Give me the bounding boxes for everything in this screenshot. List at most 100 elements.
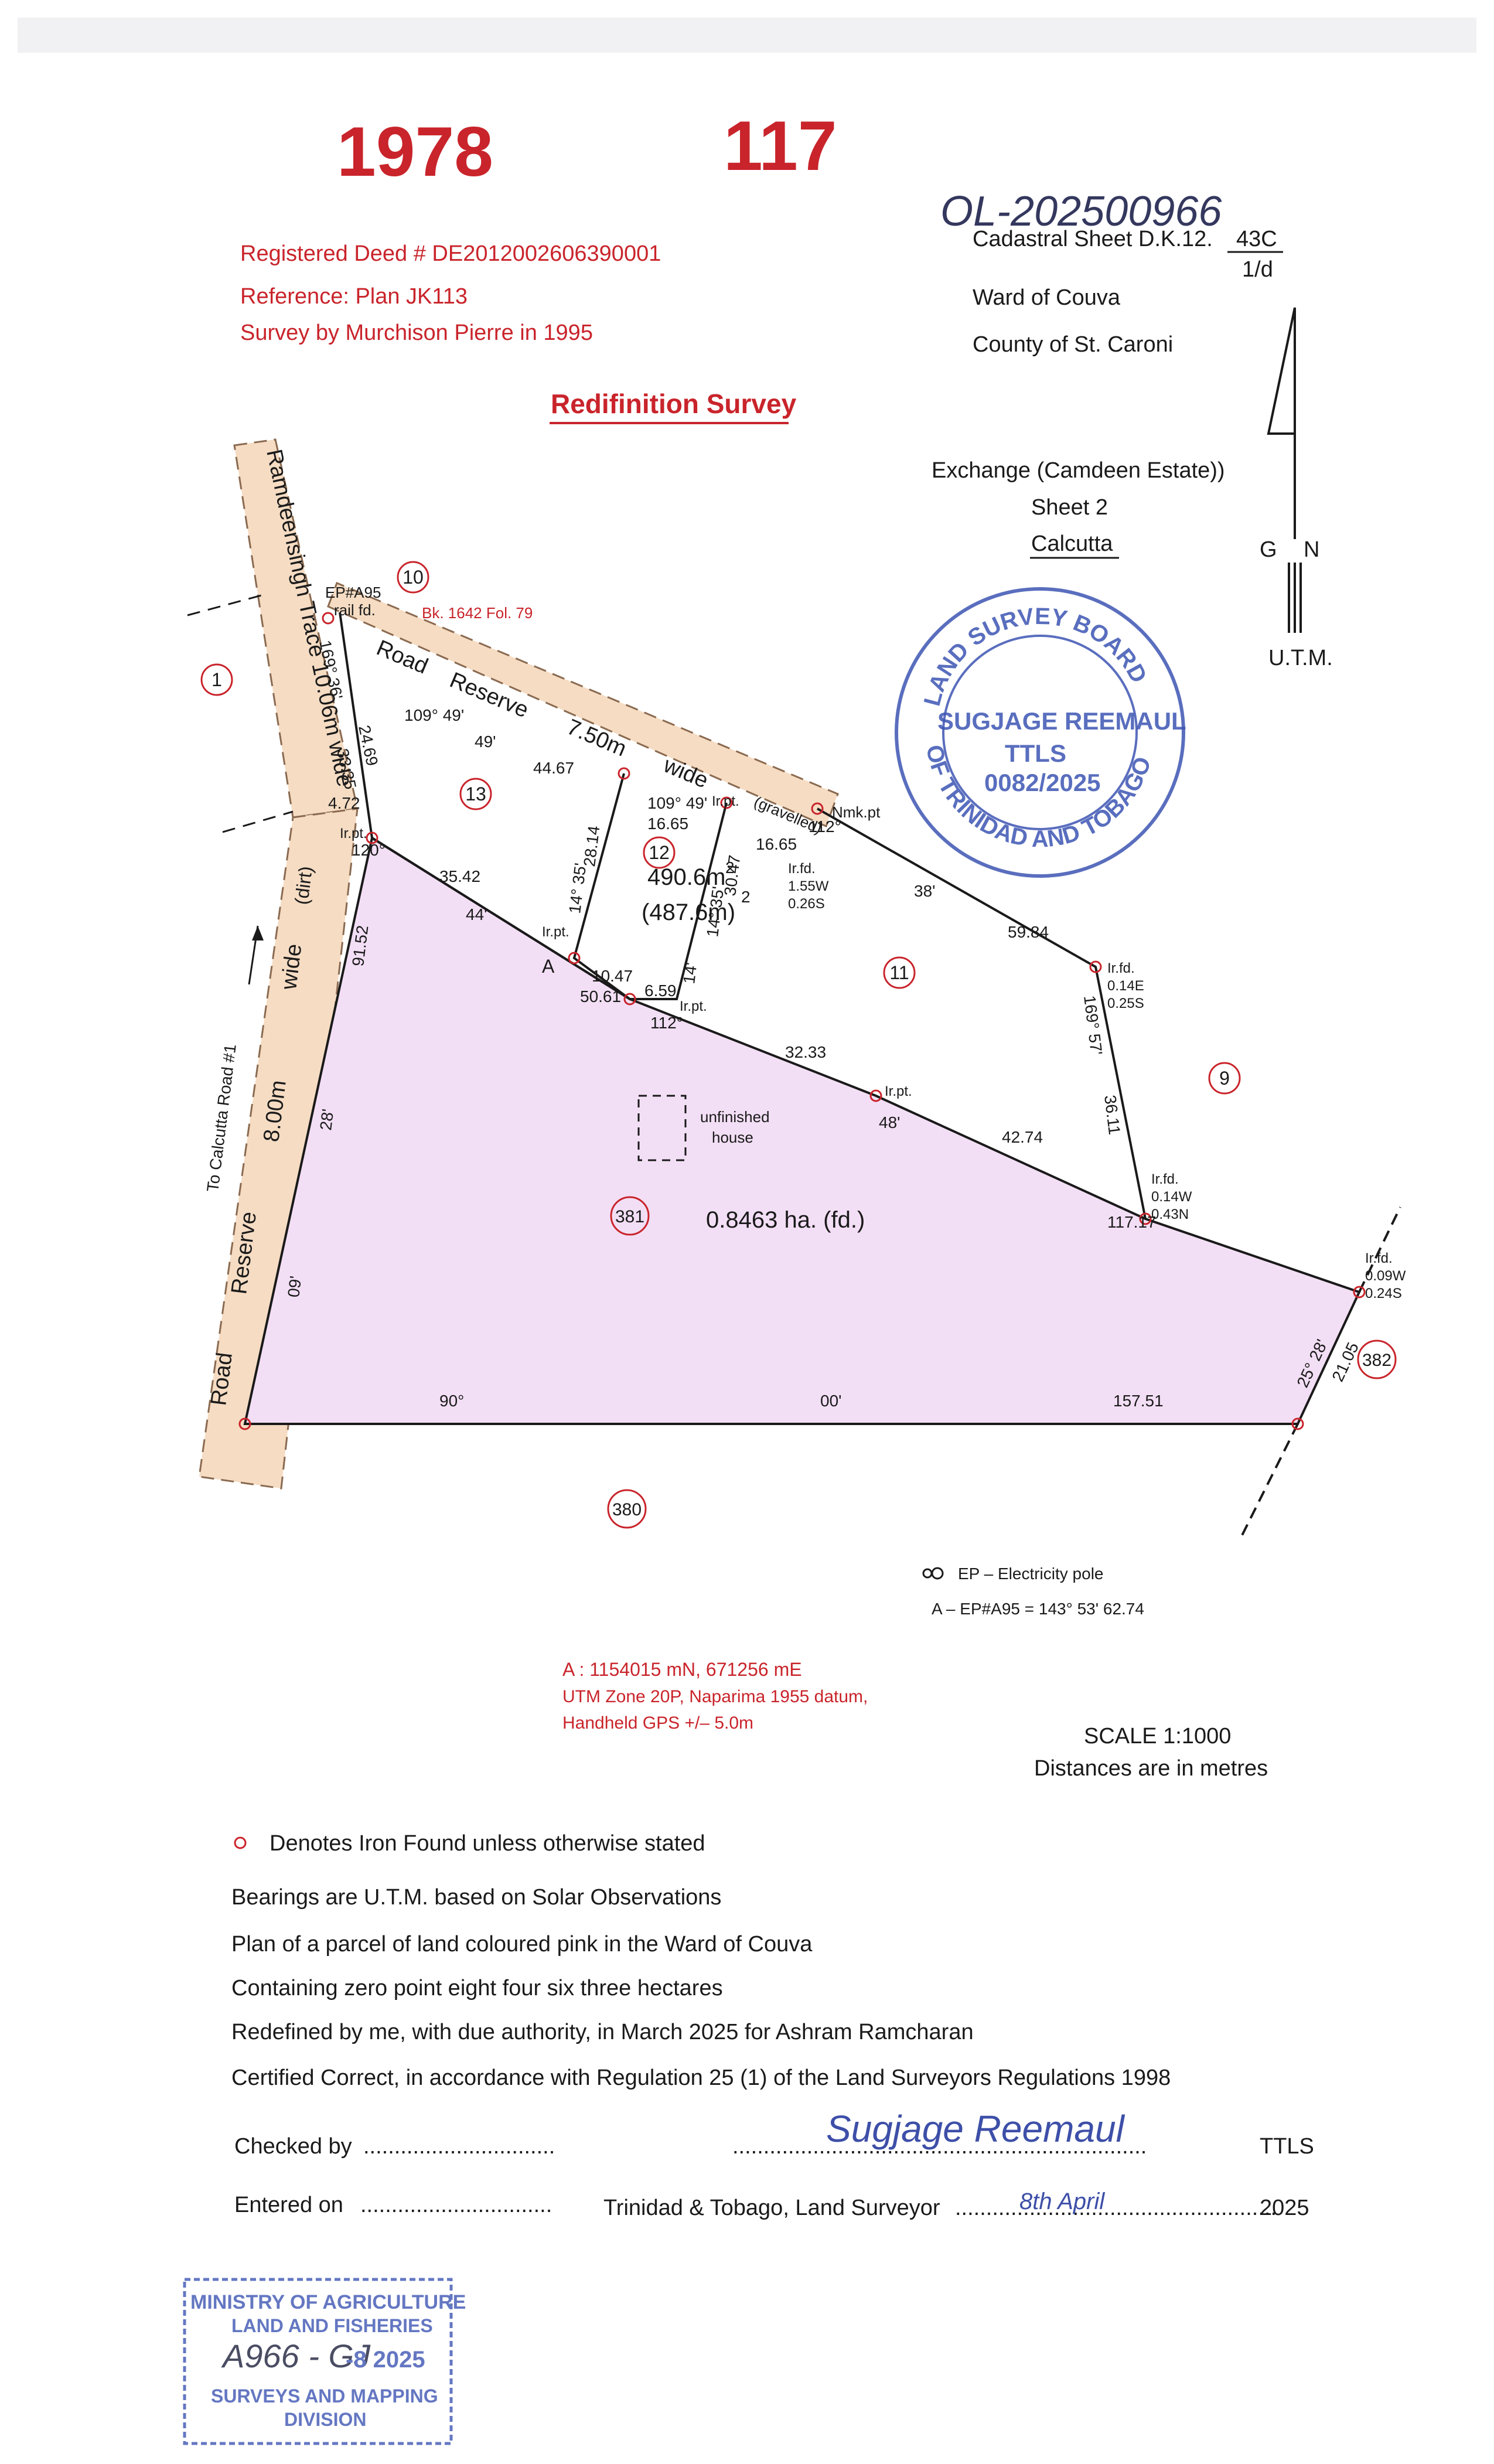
rail-fd-label: rail fd. [334,601,376,619]
parcel-circle-11 [883,956,916,989]
irfd-offset-6: 0.43N [1151,1207,1189,1222]
irpt-label-2: Ir.pt. [542,924,569,940]
dim-38: 38' [914,882,936,900]
survey-by: Survey by Murchison Pierre in 1995 [240,321,593,345]
ministry-line-2: LAND AND FISHERIES [231,2315,433,2336]
ward: Ward of Couva [973,285,1121,310]
parcel-number-380: 380 [612,1500,642,1519]
legend-bearing: A – EP#A95 = 143° 53' 62.74 [932,1600,1144,1618]
irfd-offset-3: 0.14E [1107,978,1144,994]
exchange: Exchange (Camdeen Estate)) [932,458,1225,483]
irpt-label-5: Ir.pt. [712,793,739,809]
note-iron-found: Denotes Iron Found unless otherwise stat… [270,1831,705,1856]
sheet-number: Sheet 2 [1031,495,1108,520]
parcel-circle-10 [397,561,429,594]
parcel-number-382: 382 [1362,1351,1391,1370]
dim-109-49b: 109° 49' [647,794,707,812]
direction-arrowhead-icon [252,926,264,940]
parcel-381-pink [243,836,1361,1425]
entered-on-label: Entered on [234,2193,343,2217]
note-plan-of: Plan of a parcel of land coloured pink i… [231,1932,813,1957]
irfd-offset-2: 0.26S [788,896,825,912]
surveyor-signature: Sugjage Reemaul [826,2108,1125,2150]
parcel-boundaries [339,612,1401,1536]
parcel-number-11: 11 [889,962,909,983]
dim-44: 44' [466,905,487,923]
dim-09: 09' [284,1275,305,1299]
ttls-label: TTLS [1260,2134,1314,2159]
dim-120: 120° [352,841,386,859]
nmk-pt-label: Nmk.pt [832,803,881,821]
parcel-circle-1 [200,663,233,696]
ministry-line-4: DIVISION [284,2409,366,2430]
dim-10-47: 10.47 [592,967,633,985]
area-superscript-2: 2 [741,888,751,906]
ep-a95-label: EP#A95 [325,584,381,601]
point-a-label: A [542,956,555,977]
dim-112: 112° [809,817,841,836]
dim-112b: 112° [650,1014,683,1032]
parcel-circle-381 [610,1196,650,1236]
irfd-label-2: Ir.fd. [1107,960,1135,976]
distances-note: Distances are in metres [1034,1756,1268,1781]
unfinished-house-label-2: house [712,1129,753,1146]
ep-symbol-icon [922,1567,944,1580]
irfd-label-3: Ir.fd. [1151,1171,1179,1187]
unfinished-house-outline [637,1095,687,1161]
coordinate-line-3: Handheld GPS +/– 5.0m [562,1713,753,1733]
ministry-line-3: SURVEYS AND MAPPING [211,2385,438,2407]
irpt-label-4: Ir.pt. [885,1083,912,1099]
seal-ttls: TTLS [1005,739,1066,767]
irfd-label-1: Ir.fd. [788,861,816,877]
dim-35-42: 35.42 [439,867,480,885]
dim-32-33: 32.33 [785,1043,826,1061]
coordinate-line-2: UTM Zone 20P, Naparima 1955 datum, [562,1687,868,1706]
legend-ep: EP – Electricity pole [958,1565,1104,1583]
note-bearings: Bearings are U.T.M. based on Solar Obser… [231,1885,721,1910]
dim-59-84: 59.84 [1008,923,1049,941]
road-reserve-7-5m [327,582,839,828]
ministry-stamp: MINISTRY OF AGRICULTURE LAND AND FISHERI… [183,2278,466,2445]
iron-found-markers [238,612,1366,1430]
parcel-circle-13 [459,778,492,810]
dim-00: 00' [820,1392,842,1410]
note-redefined: Redefined by me, with due authority, in … [231,2020,974,2044]
dim-48: 48' [879,1113,901,1132]
area-parcel-381: 0.8463 ha. (fd.) [706,1207,865,1233]
note-certified: Certified Correct, in accordance with Re… [231,2066,1171,2090]
registered-deed: Registered Deed # DE2012002606390001 [240,241,661,266]
cadastral-sheet: Cadastral Sheet D.K.12. [973,227,1213,251]
dim-14-dummy: 14' [680,962,700,985]
dim-4-72: 4.72 [328,794,360,812]
dim-117-17: 117.17 [1107,1213,1157,1231]
entered-on-dots: ............................... [360,2193,552,2217]
seal-name: SUGJAGE REEMAUL [937,707,1186,735]
dim-16-65: 16.65 [647,814,688,833]
year-label: 2025 [1260,2196,1309,2220]
seal-number: 0082/2025 [984,769,1101,796]
adjacent-boundary-dashes [187,594,294,833]
ministry-date: -8 2025 [346,2347,425,2373]
dim-90: 90° [439,1392,464,1410]
handwritten-date: 8th April [1019,2189,1105,2214]
note-containing: Containing zero point eight four six thr… [231,1976,723,2000]
land-survey-board-seal: LAND SURVEY BOARD OF TRINIDAD AND TOBAGO… [895,587,1186,878]
plan-title: Redifinition Survey [551,388,797,419]
scale-label: SCALE 1:1000 [1084,1724,1231,1749]
checked-by-dots: ............................... [363,2134,555,2159]
irpt-label-1: Ir.pt. [340,826,367,841]
north-arrow-icon [1267,307,1302,633]
handwritten-reference: OL-202500966 [940,188,1222,235]
irfd-label-4: Ir.fd. [1365,1250,1393,1266]
reference-plan: Reference: Plan JK113 [240,284,468,309]
parcel-number-12: 12 [649,842,670,863]
dim-6-59: 6.59 [644,981,677,1000]
dim-42-74: 42.74 [1002,1128,1043,1146]
checked-by-label: Checked by [234,2134,352,2159]
road-reserve-8m [198,807,359,1490]
surveyor-dots: ........................................… [955,2196,1277,2220]
stamp-number-1978: 1978 [337,113,493,191]
irpt-label-3: Ir.pt. [680,998,707,1014]
dim-50-61: 50.61 [580,987,621,1006]
